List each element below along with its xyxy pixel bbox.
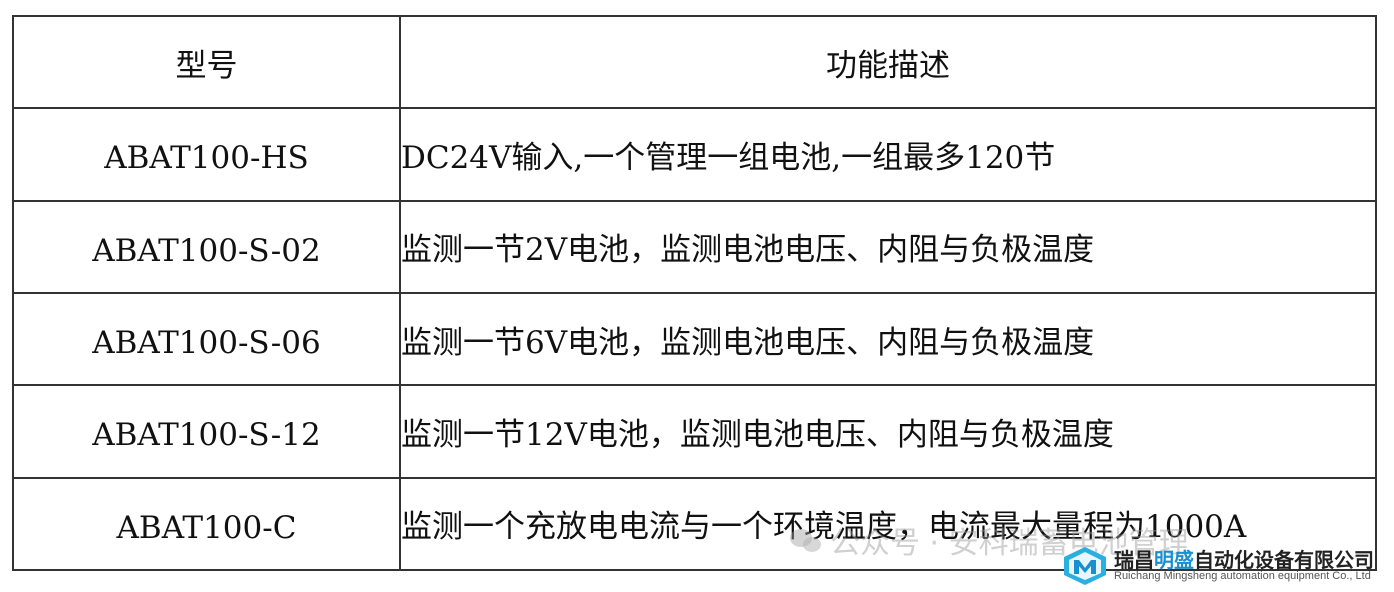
model-cell: ABAT100-HS [12,107,401,202]
model-text: ABAT100-S-12 [92,417,321,454]
model-cell: ABAT100-C [12,476,401,572]
header-description: 功能描述 [399,14,1377,110]
description-cell: 监测一节2V电池，监测电池电压、内阻与负极温度 [399,199,1377,294]
description-cell: 监测一节6V电池，监测电池电压、内阻与负极温度 [399,291,1377,387]
description-cell: DC24V输入,一个管理一组电池,一组最多120节 [399,107,1377,202]
table-row: ABAT100-C 监测一个充放电电流与一个环境温度，电流最大量程为1000A [12,476,1377,572]
watermark-account-text: 公众号 · 安科瑞蓄电池管理 [830,526,1189,561]
company-name-en: Ruichang Mingsheng automation equipment … [1114,569,1371,582]
model-cell: ABAT100-S-06 [12,291,401,387]
table-row: ABAT100-S-06 监测一节6V电池，监测电池电压、内阻与负极温度 [12,291,1377,387]
table-row: ABAT100-S-02 监测一节2V电池，监测电池电压、内阻与负极温度 [12,199,1377,294]
spec-table: 型号 功能描述 ABAT100-HS DC24V输入,一个管理一组电池,一组最多… [12,14,1377,572]
description-cell: 监测一节12V电池，监测电池电压、内阻与负极温度 [399,384,1377,479]
company-text: 瑞昌明盛自动化设备有限公司 Ruichang Mingsheng automat… [1114,547,1374,583]
company-name-prefix: 瑞昌 [1114,547,1154,572]
wechat-icon [790,527,822,553]
table-header-row: 型号 功能描述 [12,14,1377,110]
model-cell: ABAT100-S-02 [12,199,401,294]
table-row: ABAT100-S-12 监测一节12V电池，监测电池电压、内阻与负极温度 [12,384,1377,479]
company-name: 瑞昌明盛自动化设备有限公司 [1114,547,1374,572]
model-text: ABAT100-HS [104,140,309,177]
watermark-account: 公众号 · 安科瑞蓄电池管理 [790,518,1189,562]
company-logo-icon [1064,547,1106,585]
table-row: ABAT100-HS DC24V输入,一个管理一组电池,一组最多120节 [12,107,1377,202]
model-text: ABAT100-S-06 [92,325,321,362]
company-name-accent: 明盛 [1154,547,1194,572]
model-text: ABAT100-S-02 [92,232,321,269]
model-cell: ABAT100-S-12 [12,384,401,479]
description-cell: 监测一个充放电电流与一个环境温度，电流最大量程为1000A [399,476,1377,572]
model-text: ABAT100-C [116,509,297,546]
company-name-suffix: 自动化设备有限公司 [1194,547,1374,572]
header-model: 型号 [12,14,401,110]
company-watermark: 瑞昌明盛自动化设备有限公司 Ruichang Mingsheng automat… [1062,546,1374,586]
